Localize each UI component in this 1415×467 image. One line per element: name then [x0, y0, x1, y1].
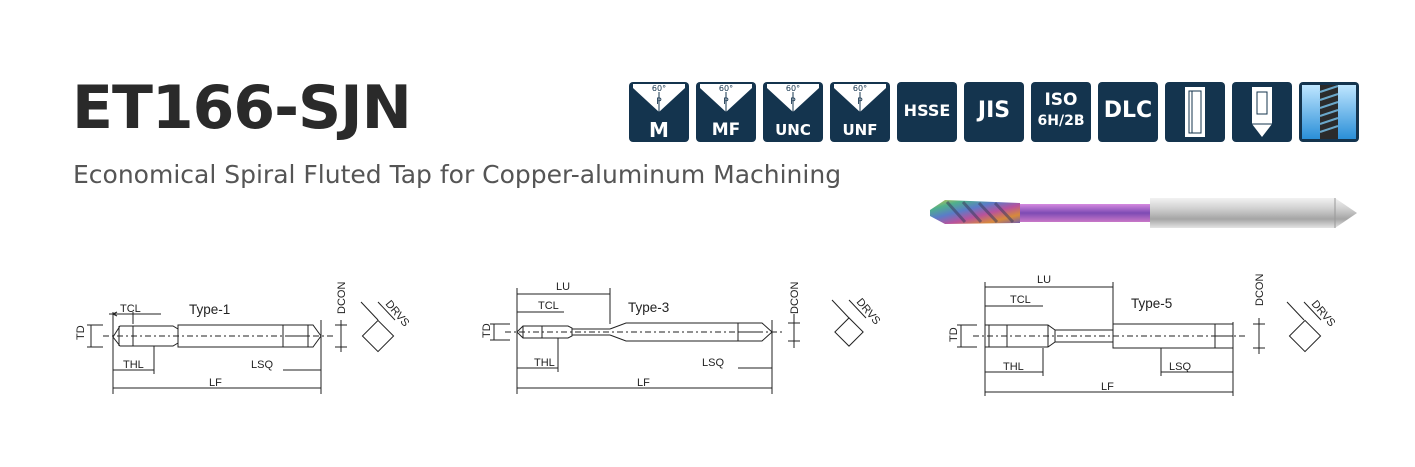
- lsq-label: LSQ: [702, 357, 724, 369]
- pitch-label: P: [656, 97, 662, 107]
- tcl-label: TCL: [120, 303, 141, 315]
- lu-label: LU: [556, 281, 570, 293]
- drvs-label: DRVS: [383, 298, 412, 329]
- straight-shank-badge: [1165, 82, 1225, 142]
- thread-angle-label: 60°: [718, 84, 734, 93]
- unf-thread-badge: 60° P UNF: [830, 82, 890, 142]
- drvs-label: DRVS: [854, 296, 880, 327]
- point-chamfer-badge: [1232, 82, 1292, 142]
- type-label: Type-3: [628, 300, 669, 315]
- thread-standard-label: UNC: [775, 121, 811, 139]
- dcon-label: DCON: [1254, 274, 1266, 306]
- td-label: TD: [481, 323, 493, 338]
- type-label: Type-5: [1131, 296, 1172, 311]
- jis-standard-badge: JIS: [964, 82, 1024, 142]
- thread-angle-label: 60°: [651, 84, 667, 93]
- hsse-material-badge: HSSE: [897, 82, 957, 142]
- lsq-label: LSQ: [251, 359, 273, 371]
- tcl-label: TCL: [1010, 294, 1031, 306]
- lf-label: LF: [209, 377, 222, 389]
- point-chamfer-icon: [1252, 87, 1272, 137]
- pitch-label: P: [857, 97, 863, 107]
- thread-profile-icon: [700, 84, 752, 112]
- lf-label: LF: [637, 377, 650, 389]
- dcon-label: DCON: [789, 282, 801, 314]
- dcon-label: DCON: [336, 282, 348, 314]
- thl-label: THL: [534, 357, 555, 369]
- type3-dimension-drawing: LU TCL Type-3 TD THL LSQ LF DCON DRVS: [481, 281, 880, 394]
- thread-angle-label: 60°: [852, 84, 868, 93]
- type-label: Type-1: [189, 302, 230, 317]
- iso-label: ISO: [1044, 90, 1078, 110]
- product-title: ET166-SJN: [72, 73, 412, 143]
- metric-thread-badge: 60° P M: [629, 82, 689, 142]
- thread-angle-label: 60°: [785, 84, 801, 93]
- thread-standard-label: MF: [711, 120, 741, 140]
- type5-dimension-drawing: LU TCL Type-5 TD THL LSQ LF DCON DRVS: [948, 274, 1338, 396]
- thread-profile-icon: [633, 84, 685, 112]
- thl-label: THL: [1003, 361, 1024, 373]
- iso-tolerance-badge: ISO 6H/2B: [1031, 82, 1091, 142]
- type1-dimension-drawing: TCL Type-1 TD THL LSQ LF DCON DRVS: [75, 282, 412, 394]
- spiral-flute-badge: [1299, 82, 1359, 142]
- product-subtitle: Economical Spiral Fluted Tap for Copper-…: [73, 160, 842, 189]
- standard-label: JIS: [977, 98, 1011, 123]
- thread-standard-label: M: [649, 118, 669, 142]
- lu-label: LU: [1037, 274, 1051, 286]
- thread-profile-icon: [834, 84, 886, 112]
- tcl-label: TCL: [538, 300, 559, 312]
- metric-fine-thread-badge: 60° P MF: [696, 82, 756, 142]
- dlc-coating-badge: DLC: [1098, 82, 1158, 142]
- material-label: HSSE: [903, 101, 951, 120]
- drvs-label: DRVS: [1309, 298, 1338, 329]
- straight-shank-icon: [1185, 87, 1205, 137]
- pitch-label: P: [723, 97, 729, 107]
- lsq-label: LSQ: [1169, 361, 1191, 373]
- tap-product-image: [930, 198, 1357, 228]
- td-label: TD: [948, 327, 960, 342]
- feature-badges: 60° P M 60° P MF 60° P UNC 60° P UNF HSS: [629, 82, 1360, 142]
- thread-standard-label: UNF: [842, 121, 878, 139]
- spiral-flute-icon: [1302, 85, 1356, 139]
- pitch-label: P: [790, 97, 796, 107]
- thread-profile-icon: [767, 84, 819, 112]
- tolerance-label: 6H/2B: [1037, 113, 1085, 129]
- unc-thread-badge: 60° P UNC: [763, 82, 823, 142]
- coating-label: DLC: [1103, 98, 1153, 123]
- td-label: TD: [75, 325, 87, 340]
- thl-label: THL: [123, 359, 144, 371]
- lf-label: LF: [1101, 381, 1114, 393]
